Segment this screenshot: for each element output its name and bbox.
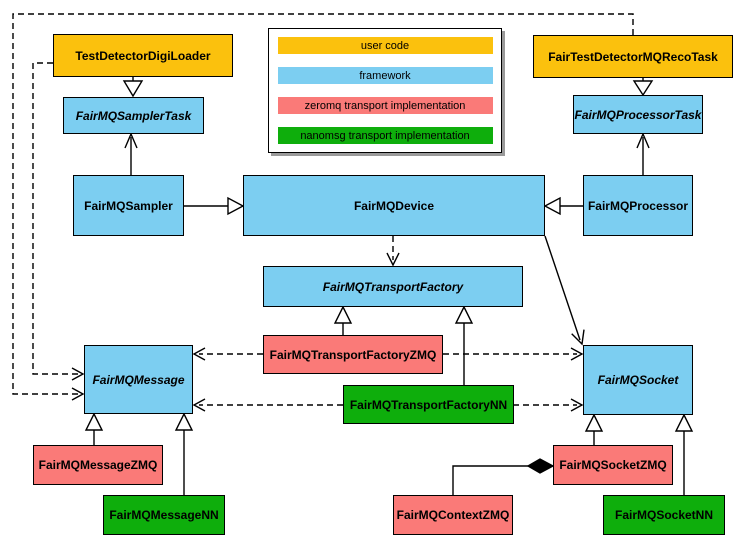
edge-factoryzmq-socket	[443, 347, 584, 361]
node-fairmqtransportfactory: FairMQTransportFactory	[263, 266, 523, 307]
edge-factorynn-factory	[454, 305, 474, 385]
edge-messagenn-message	[174, 412, 194, 495]
edge-socketzmq-contextzmq	[452, 458, 555, 495]
legend-item-zeromq: zeromq transport implementation	[277, 97, 493, 114]
edge-factoryzmq-factory	[333, 305, 353, 335]
node-fairmqcontextzmq: FairMQContextZMQ	[393, 495, 513, 535]
legend-item-framework: framework	[277, 67, 493, 84]
legend-item-user-code: user code	[277, 37, 493, 54]
node-fairmqsocketnn: FairMQSocketNN	[603, 495, 725, 535]
edge-recotask-processortask	[632, 77, 654, 97]
edge-digiloader-message	[32, 62, 85, 381]
node-fairmqtransportfactorynn: FairMQTransportFactoryNN	[343, 385, 514, 424]
node-fairtestdetectormqrecotask: FairTestDetectorMQRecoTask	[533, 35, 733, 78]
node-fairmqsamplertask: FairMQSamplerTask	[63, 97, 204, 134]
node-fairmqmessagezmq: FairMQMessageZMQ	[33, 445, 163, 485]
edge-factorynn-socket	[513, 398, 584, 412]
node-fairmqsocket: FairMQSocket	[583, 345, 693, 415]
edge-device-socket	[544, 235, 585, 346]
edge-factoryzmq-message	[192, 347, 263, 361]
edge-digiloader-samplertask	[122, 76, 144, 98]
legend-item-nanomsg: nanomsg transport implementation	[277, 127, 493, 144]
node-testdetectordigiloader: TestDetectorDigiLoader	[53, 34, 233, 77]
edge-sampler-device	[184, 196, 245, 216]
node-fairmqsampler: FairMQSampler	[73, 175, 184, 236]
edge-device-transportfactory	[386, 236, 400, 267]
edge-socketnn-socket	[674, 413, 694, 495]
edge-processor-processortask	[636, 132, 650, 175]
node-fairmqprocessor: FairMQProcessor	[583, 175, 693, 236]
node-fairmqtransportfactoryzmq: FairMQTransportFactoryZMQ	[263, 335, 443, 374]
node-fairmqprocessortask: FairMQProcessorTask	[573, 95, 703, 134]
node-fairmqdevice: FairMQDevice	[243, 175, 545, 236]
node-fairmqmessage: FairMQMessage	[84, 345, 193, 414]
edge-socketzmq-socket	[584, 413, 604, 445]
legend: user code framework zeromq transport imp…	[268, 28, 502, 153]
edge-processor-device	[543, 196, 583, 216]
edge-recotask-message	[12, 13, 634, 401]
edge-sampler-samplertask	[124, 132, 138, 175]
edge-factorynn-message	[192, 398, 343, 412]
node-fairmqmessagenn: FairMQMessageNN	[103, 495, 225, 535]
edge-messagezmq-message	[84, 412, 104, 445]
node-fairmqsocketzmq: FairMQSocketZMQ	[553, 445, 673, 485]
